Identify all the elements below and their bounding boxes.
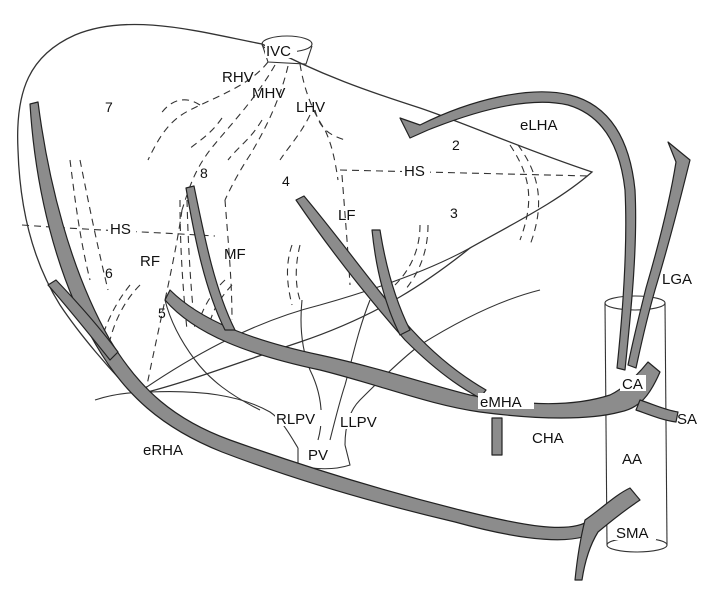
sa-vessel	[635, 399, 679, 423]
llpv-label: LLPV	[340, 414, 377, 431]
rlpv-label: RLPV	[276, 411, 315, 428]
gda-stump	[491, 417, 503, 456]
s2-dash-2	[517, 144, 540, 246]
ivc-label: IVC	[266, 43, 291, 60]
segment6-line-2	[79, 159, 109, 291]
s2-dash	[509, 144, 530, 241]
s3-dash-2	[404, 224, 429, 291]
liver-outline	[16, 23, 594, 396]
elha-vessel	[399, 91, 637, 371]
hs-lower-label: HS	[110, 221, 131, 238]
erha-label: eRHA	[143, 442, 183, 459]
segment-6-label: 6	[105, 265, 113, 281]
s5-dash	[109, 284, 141, 341]
left-portal-dash-2	[286, 244, 293, 306]
elha-label: eLHA	[520, 117, 558, 134]
segment-4-label: 4	[282, 173, 290, 189]
rf-label: RF	[140, 253, 160, 270]
pv-label: PV	[308, 447, 328, 464]
sa-label: SA	[677, 411, 697, 428]
right-hepatic-branch	[185, 185, 236, 331]
segment-3-label: 3	[450, 205, 458, 221]
mhv-label: MHV	[252, 85, 285, 102]
lga-label: LGA	[662, 271, 692, 288]
erha-branch	[47, 279, 119, 361]
left-portal-dash	[295, 244, 301, 301]
left-fissure	[341, 174, 351, 286]
hs-plane-upper	[339, 169, 591, 177]
segment6-line	[69, 159, 91, 281]
s5-dash-2	[101, 284, 131, 339]
lf-label: LF	[338, 207, 356, 224]
segment-5-label: 5	[158, 305, 166, 321]
rhv-label: RHV	[222, 69, 254, 86]
right-fissure	[144, 209, 183, 396]
hs-upper-label: HS	[404, 163, 425, 180]
mf-label: MF	[224, 246, 246, 263]
middle-fissure	[224, 199, 233, 321]
sma-vessel	[574, 487, 641, 581]
sma-label: SMA	[616, 525, 649, 542]
erha-vessel	[29, 101, 601, 541]
segment-2-label: 2	[452, 137, 460, 153]
ca-label: CA	[622, 376, 643, 393]
portal-vein	[94, 289, 541, 470]
cha-vessel	[164, 289, 661, 419]
lhv-label: LHV	[296, 99, 325, 116]
s3-dash	[394, 224, 421, 286]
aa-label: AA	[622, 451, 642, 468]
liver-inferior-margin	[134, 247, 471, 396]
emha-branch	[295, 195, 487, 399]
aorta	[604, 295, 668, 553]
segment-7-label: 7	[105, 99, 113, 115]
cha-label: CHA	[532, 430, 564, 447]
emha-label: eMHA	[480, 394, 522, 411]
emha-branch-2	[371, 229, 411, 336]
segment-8-label: 8	[200, 165, 208, 181]
lga-vessel	[627, 141, 691, 369]
